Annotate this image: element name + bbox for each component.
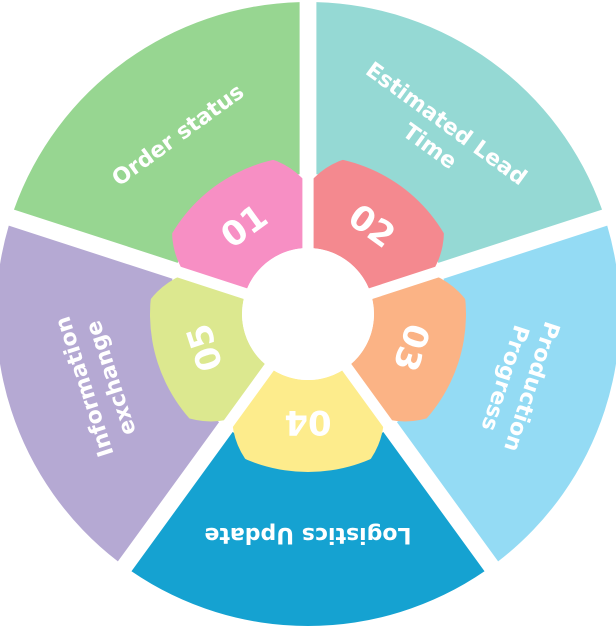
center-hole <box>242 248 374 380</box>
segment-label-04: Logistics Update <box>204 522 411 547</box>
wedge-04 <box>131 431 485 626</box>
segment-number-04: 04 <box>284 402 331 442</box>
inner-lobe-04 <box>232 370 384 473</box>
